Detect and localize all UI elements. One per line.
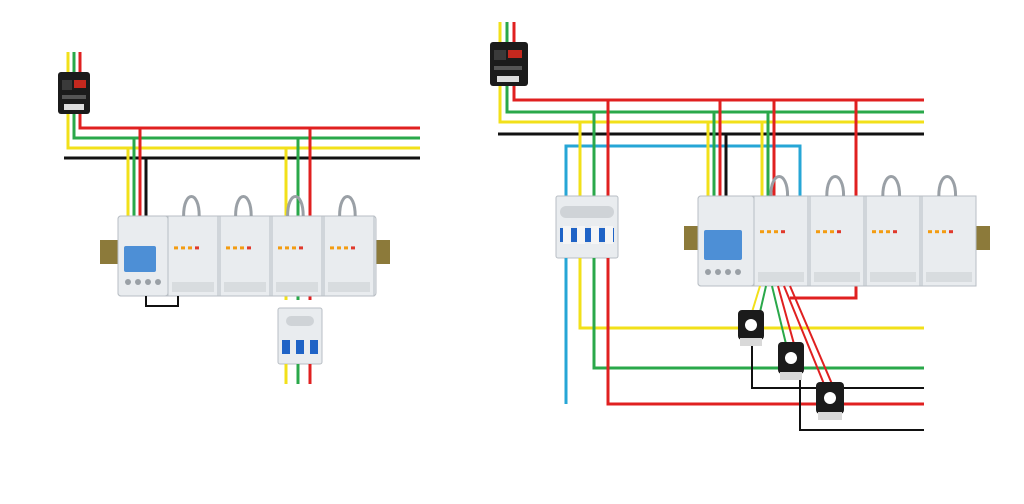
right-meter-drops: [706, 100, 858, 300]
meter-module-3: [271, 195, 323, 297]
right-wiring-diagram: [490, 22, 990, 431]
right-ct-1: [738, 310, 924, 389]
meter-module-3: [865, 175, 921, 287]
meter-module-4: [323, 195, 375, 297]
left-meter-icon: [117, 195, 377, 297]
left-main-breaker-icon: [58, 52, 90, 114]
meter-module-1: [753, 175, 809, 287]
right-ct-3: [799, 380, 924, 431]
right-ct-2: [778, 342, 804, 380]
right-four-pole-breaker-icon: [555, 195, 619, 259]
meter-module-2: [809, 175, 865, 287]
left-feed-wires: [64, 114, 420, 160]
left-three-pole-breaker-icon: [277, 307, 323, 384]
meter-module-4: [921, 175, 977, 287]
meter-module-2: [219, 195, 271, 297]
meter-module-1: [167, 195, 219, 297]
left-wiring-diagram: [58, 52, 420, 384]
left-jumper: [145, 296, 179, 307]
right-meter-icon: [697, 175, 977, 287]
right-ct-leads: [751, 285, 833, 385]
right-main-breaker-icon: [490, 22, 528, 86]
right-power-bus: [498, 86, 924, 136]
